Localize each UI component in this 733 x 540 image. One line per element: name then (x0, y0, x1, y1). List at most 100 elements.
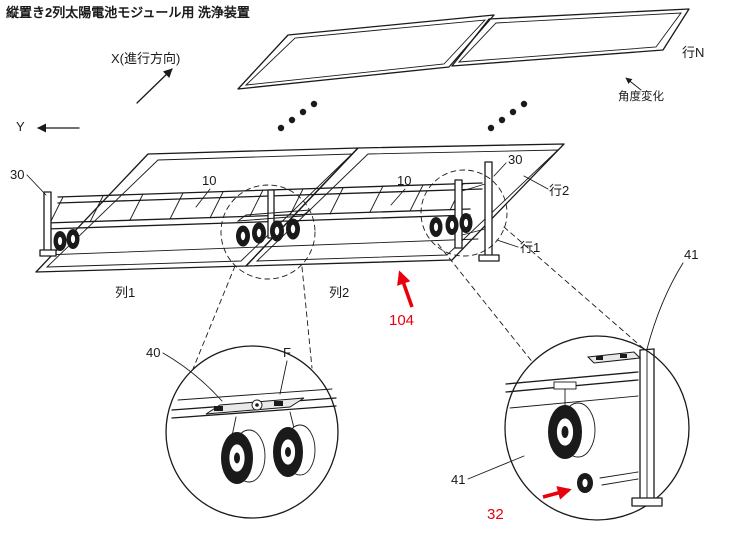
label-30-left: 30 (10, 167, 24, 182)
carriage-frame (39, 161, 500, 262)
module-col2-panel (245, 143, 565, 267)
wheel-core (255, 227, 262, 238)
dot (277, 124, 285, 132)
lower-bracket-b (601, 478, 639, 486)
wheel-bracket (553, 381, 577, 390)
x-axis-label: X(進行方向) (111, 51, 180, 66)
arrow-32 (542, 486, 572, 500)
leader-row-1 (496, 239, 519, 248)
front-rail-bottom (45, 214, 471, 230)
plate-bolt (214, 406, 223, 411)
wheel-core (70, 234, 76, 244)
module-col2-panel-inner (255, 149, 560, 262)
caster-fork-a (231, 416, 237, 437)
row-n-right-panel (451, 8, 690, 67)
middle-post (267, 189, 275, 239)
continuation-dots-right (487, 100, 528, 132)
wheel-core (581, 478, 589, 488)
label-f: F (283, 345, 291, 360)
caster-fork-b (289, 411, 295, 429)
continuation-dots-left (277, 100, 318, 132)
leader-41-upper (646, 262, 684, 350)
rail-rungs (49, 183, 464, 224)
label-41-lower: 41 (451, 472, 465, 487)
axis-indicators: X(進行方向) Y (16, 51, 180, 134)
wheel-core (239, 230, 246, 241)
dot (498, 116, 506, 124)
left-foot (39, 249, 57, 257)
label-col-1: 列1 (115, 285, 135, 300)
row-n-modules: 行N 角度変化 (237, 8, 704, 103)
wheel-hub (561, 426, 569, 438)
carriage-modules (35, 143, 565, 273)
row-n-label: 行N (682, 45, 704, 60)
wheel-core (57, 236, 63, 246)
right-post-inner (454, 179, 463, 249)
leader-41-lower (467, 455, 525, 480)
leader-30-left (26, 174, 47, 196)
dot (487, 124, 495, 132)
zoom-cone-left-b (301, 266, 313, 369)
plate-bolt (274, 401, 283, 406)
row-n-left-panel (237, 14, 495, 90)
label-30-right: 30 (508, 152, 522, 167)
label-row-1: 行1 (520, 240, 540, 255)
detail-right-rail-top (505, 371, 639, 385)
leader-f (279, 360, 288, 395)
dot (310, 100, 318, 108)
detail-left-rail-bottom (171, 405, 337, 419)
label-32: 32 (487, 506, 504, 523)
x-axis-arrow (136, 68, 173, 104)
leader-10-col2 (390, 188, 406, 206)
wheel-hub (285, 447, 291, 457)
swivel-pin-center (255, 403, 259, 407)
wheel-core (449, 220, 455, 230)
label-104: 104 (389, 312, 414, 329)
leader-30-right (493, 162, 507, 177)
angle-change-arrow (625, 77, 642, 91)
left-post (43, 191, 52, 253)
y-axis-label: Y (16, 119, 25, 134)
figure-title: 縦置き2列太陽電池モジュール用 洗浄装置 (6, 5, 250, 20)
zoom-cone-right-a (437, 243, 535, 365)
casters-middle (236, 218, 300, 247)
label-10-col1: 10 (202, 173, 216, 188)
label-row-2: 行2 (549, 183, 569, 198)
detail-view-left: 40 F (146, 345, 339, 519)
wheel-hub (234, 452, 240, 464)
leader-10-col1 (195, 188, 211, 208)
label-41-upper: 41 (684, 247, 698, 262)
wheel-core (273, 225, 280, 236)
leader-row-2 (523, 175, 549, 190)
zoom-circle-left (220, 184, 316, 280)
zoom-indicators (192, 169, 660, 370)
main-labels: 30 10 10 30 行2 行1 列1 列2 41 104 (10, 152, 698, 350)
casters-left (53, 229, 80, 251)
row-n-right-panel-inner (457, 12, 682, 63)
bottom-rail (43, 238, 479, 256)
bracket-bolt (596, 356, 603, 360)
wheel-core (463, 218, 469, 228)
dot (299, 108, 307, 116)
dot (520, 100, 528, 108)
zoom-circle-right (420, 169, 508, 257)
right-foot (478, 254, 500, 262)
zoom-cone-left-a (192, 265, 236, 370)
zoom-cone-right-b (503, 226, 660, 363)
row-n-left-panel-inner (244, 19, 487, 86)
dot (288, 116, 296, 124)
right-cross-bar-bottom (461, 228, 486, 236)
detail-left-rail-upper (177, 388, 333, 401)
right-cross-bar-top (461, 183, 486, 192)
detail-right-rail-lower (509, 395, 639, 409)
front-rail-top (45, 208, 471, 224)
casters-right (429, 213, 473, 237)
leader-40 (162, 352, 223, 402)
bracket-bolt (620, 354, 627, 358)
post-cap (639, 348, 655, 351)
detail-circle-right (504, 335, 690, 521)
wheel-core (433, 222, 439, 232)
arrow-104 (397, 270, 414, 308)
